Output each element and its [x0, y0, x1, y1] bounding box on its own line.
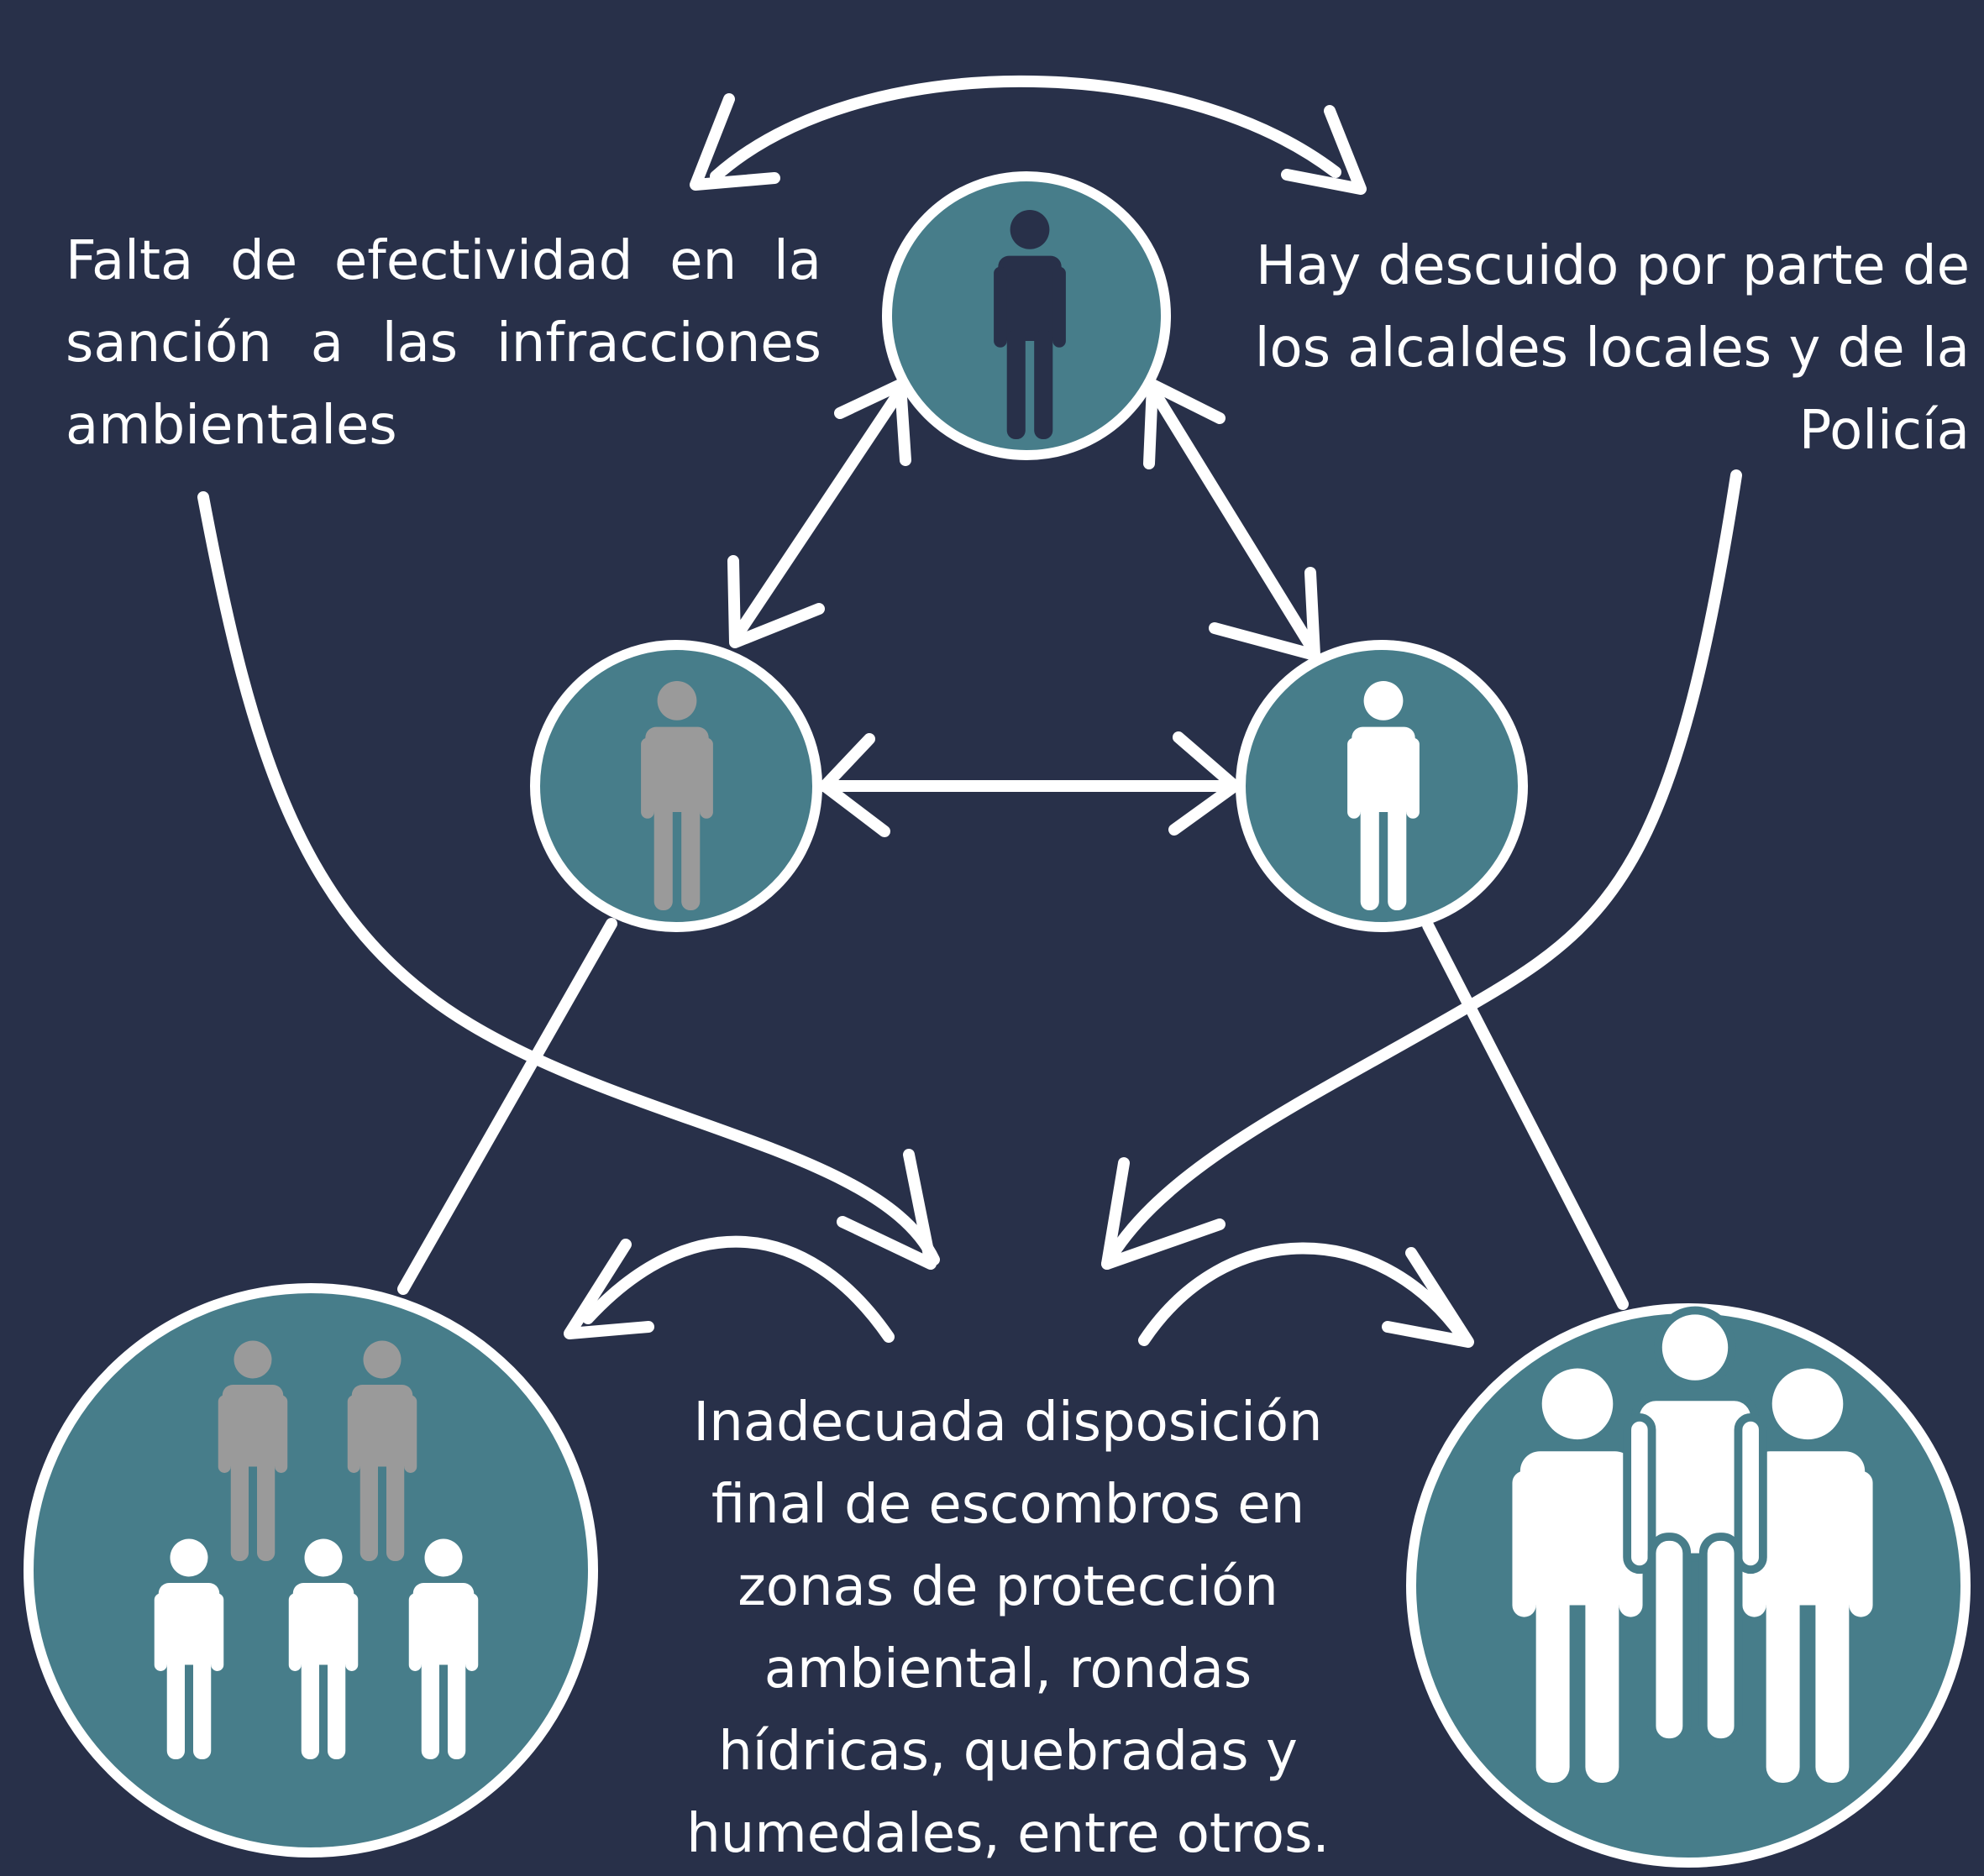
arrow-head-mid-left [819, 733, 890, 837]
top-arc-arrow [710, 75, 1341, 182]
line-middle-right-to-bottom-right [1422, 920, 1629, 1310]
curve-right-text-to-bottom [1101, 469, 1742, 1270]
line-middle-left-to-bottom-left [397, 918, 617, 1295]
bottom-right-arc-head [1382, 1247, 1474, 1348]
effect-text-bottom: Inadecuada disposición final de escombro… [686, 1391, 1330, 1865]
curve-right-head [1101, 1157, 1226, 1270]
arrow-head-middle-right [1209, 567, 1320, 661]
top-arc-right-head [1281, 105, 1367, 195]
cause-text-right: Hay descuido por parte de los alcaldes l… [1254, 235, 1970, 462]
curve-left-head [837, 1149, 937, 1270]
bottom-left-arc-head [564, 1239, 654, 1339]
bottom-left-arc-arrow [582, 1235, 895, 1343]
arrow-top-to-middle-right [1149, 387, 1318, 654]
arrow-head-mid-right [1168, 731, 1241, 836]
top-arc-left-head [690, 93, 780, 191]
cause-text-left: Falta de efectividad en la sanción a las… [66, 230, 821, 457]
curve-left-text-to-bottom [197, 491, 940, 1266]
arrow-head-middle-left [727, 555, 825, 648]
bottom-right-arc-arrow [1138, 1242, 1467, 1346]
arrow-top-to-middle-left [735, 387, 905, 636]
